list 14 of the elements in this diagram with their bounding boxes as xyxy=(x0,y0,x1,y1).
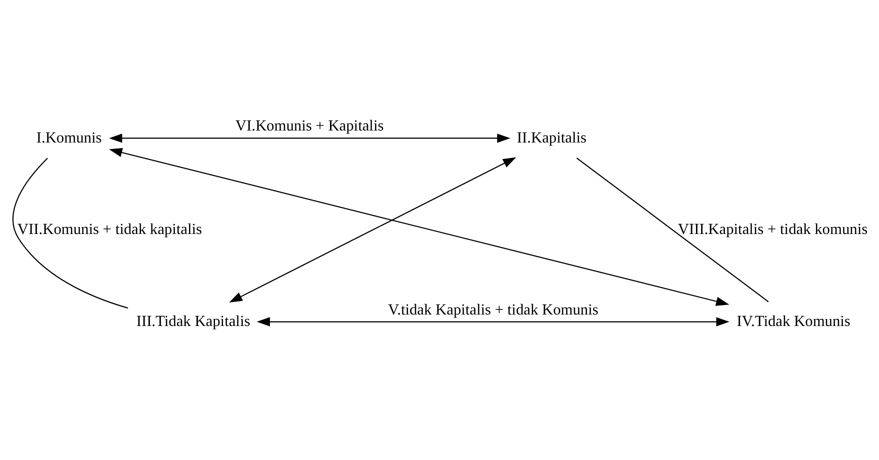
arrow xyxy=(108,134,510,143)
arrow xyxy=(256,317,730,326)
edge-label: VII.Komunis + tidak kapitalis xyxy=(17,221,202,238)
node-text: III.Tidak Kapitalis xyxy=(136,312,250,330)
node-text: I.Komunis xyxy=(36,129,102,146)
arrow xyxy=(229,157,516,303)
edge-label: V.tidak Kapitalis + tidak Komunis xyxy=(388,301,598,318)
connector xyxy=(576,158,769,302)
arrow xyxy=(108,148,730,306)
edge-label: VI.Komunis + Kapitalis xyxy=(235,118,384,135)
connector xyxy=(12,158,128,309)
node-text: II.Kapitalis xyxy=(516,129,587,146)
edge-label: VIII.Kapitalis + tidak komunis xyxy=(678,221,868,238)
node-text: IV.Tidak Komunis xyxy=(736,312,850,330)
